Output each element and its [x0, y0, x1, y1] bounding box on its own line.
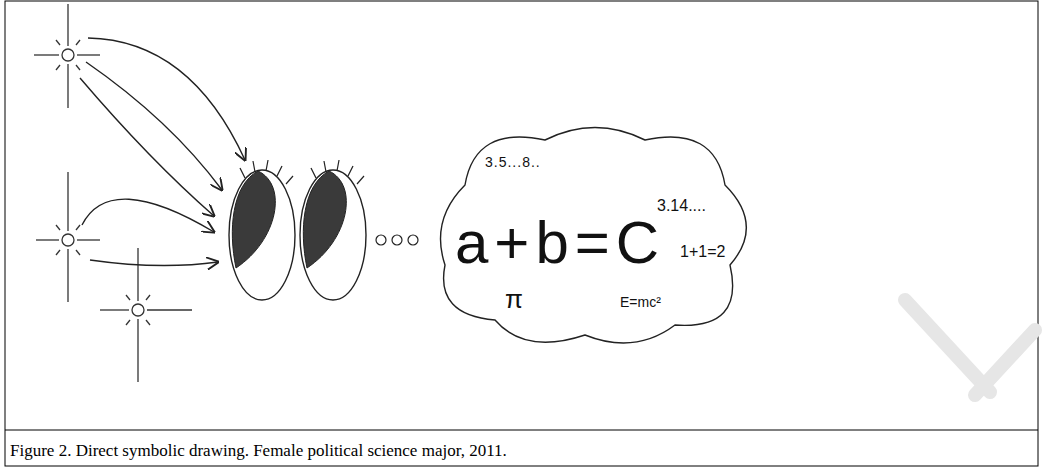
- eye-symbol: [229, 160, 295, 300]
- math-symbol-text: 3.5...8..: [485, 155, 541, 170]
- figure-frame: [5, 1, 1038, 466]
- cloud-shape: [441, 128, 747, 344]
- figure-caption: Figure 2. Direct symbolic drawing. Femal…: [10, 441, 507, 461]
- sun-symbol: [100, 248, 192, 382]
- math-symbol-text: 3.14....: [657, 197, 706, 215]
- watermark-stroke: [905, 300, 1035, 395]
- sun-symbol: [34, 4, 100, 108]
- thought-dot: [376, 235, 418, 245]
- math-symbol-text: π: [505, 285, 523, 314]
- eye-symbol: [300, 160, 366, 300]
- sun-symbol: [36, 172, 100, 302]
- thought-cloud: 3.5...8.. a+b=C3.14.... 1+1=2 π E=mc²: [425, 115, 755, 350]
- math-symbol-text: E=mc²: [620, 295, 661, 310]
- light-arrow: [80, 38, 245, 266]
- caption-divider: [5, 430, 1038, 431]
- math-symbol-text: a+b=C: [455, 210, 665, 276]
- math-symbol-text: 1+1=2: [680, 243, 725, 261]
